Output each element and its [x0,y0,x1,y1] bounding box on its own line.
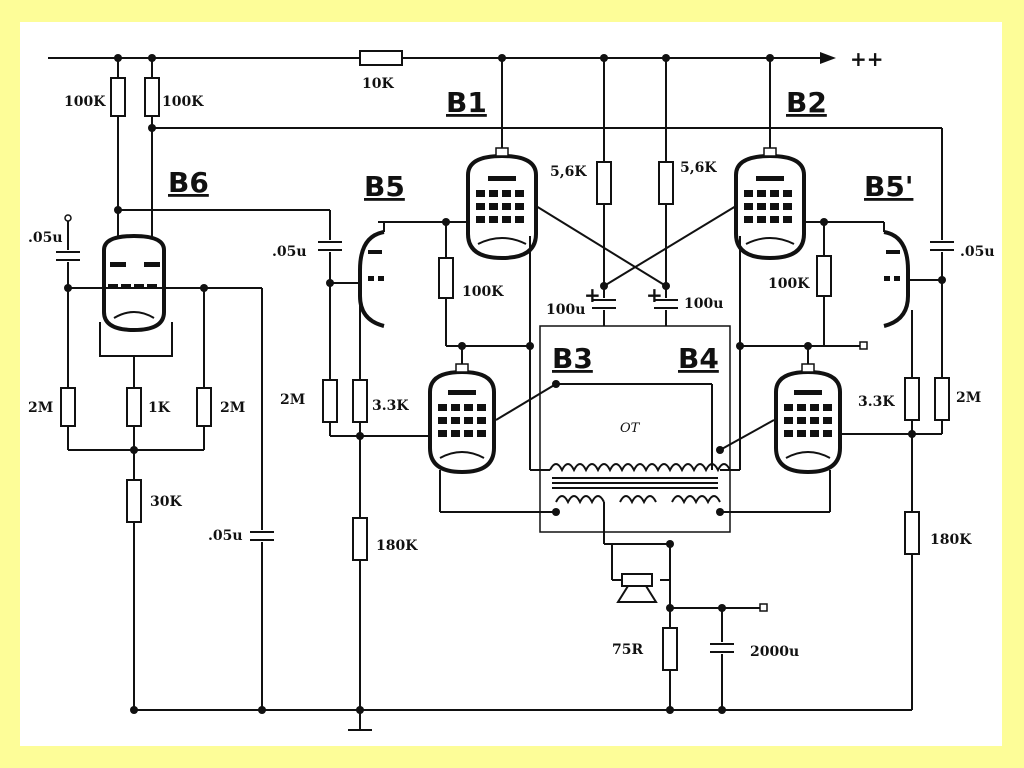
speaker-icon [621,573,653,587]
resistor-180k-right [904,511,920,555]
label-b6: B6 [168,166,209,199]
label-30k: 30K [150,494,182,510]
junction-dots [64,54,946,714]
label-100u-right: 100u [684,296,723,312]
tube-b3 [428,369,496,475]
label-2m-b6-left: 2M [28,400,53,416]
label-180k-right: 180K [930,532,972,548]
label-75r: 75R [612,642,643,658]
label-b5p: B5' [864,170,913,203]
resistor-100k-b5p [816,255,832,297]
b2-tube-group [720,58,824,471]
resistor-5-6k-left [596,161,612,205]
label-b1: B1 [446,86,487,119]
label-b4: B4 [678,342,719,375]
label-05u-low: .05u [208,528,243,544]
resistor-180k-left [352,517,368,561]
output-filter [662,603,768,710]
label-b3: B3 [552,342,593,375]
b4-tube-group [719,346,842,513]
resistor-30k [126,479,142,523]
resistor-100k-right [144,77,160,117]
label-1k: 1K [148,400,171,416]
label-100k-b5p: 100K [768,276,810,292]
resistor-2m-b6-left [60,387,76,427]
label-100u-left: 100u [546,302,585,318]
tube-b4 [774,369,842,475]
resistor-100k-b5 [438,257,454,299]
resistor-10k [359,50,403,66]
label-3-3k-b5p: 3.3K [858,394,895,410]
resistor-2m-b5 [322,379,338,423]
transformer-label: OT [620,421,641,436]
resistor-33k-b5p [904,377,920,421]
label-5-6k-right: 5,6K [680,160,717,176]
resistor-75r [662,627,678,671]
resistor-1k [126,387,142,427]
label-b2: B2 [786,86,827,119]
label-10k: 10K [362,76,394,92]
resistor-100k-left [110,77,126,117]
label-100k-right: 100K [162,94,204,110]
plus-left: + [584,283,601,307]
label-180k-left: 180K [376,538,418,554]
b1-tube-group [446,58,550,471]
b5-stage [318,221,530,731]
label-05u-b5p: .05u [960,244,995,260]
b5p-stage [740,128,954,710]
b6-stage [56,58,942,710]
label-2m-b5: 2M [280,392,305,408]
label-05u-b5: .05u [272,244,307,260]
label-2m-b6-right: 2M [220,400,245,416]
resistor-2m-b5p [934,377,950,421]
resistor-33k-b5 [352,379,368,423]
label-2000u: 2000u [750,644,799,660]
tube-b6 [102,233,166,333]
label-100k-left: 100K [64,94,106,110]
label-05u-b6: .05u [28,230,63,246]
resistor-5-6k-right [658,161,674,205]
cathode-cross-coupling [535,58,737,326]
label-2m-b5p: 2M [956,390,981,406]
supply-rail [48,50,836,66]
b3-tube-group [428,346,713,513]
schematic-sheet: ++ 10K [20,22,1002,746]
amplifier-schematic: ++ 10K [28,47,995,731]
label-3-3k-b5: 3.3K [372,398,409,414]
label-b5: B5 [364,170,405,203]
plus-right: + [646,283,663,307]
label-5-6k-left: 5,6K [550,164,587,180]
rail-label: ++ [850,47,884,71]
label-100k-b5: 100K [462,284,504,300]
resistor-2m-b6-right [196,387,212,427]
output-transformer [539,325,731,628]
